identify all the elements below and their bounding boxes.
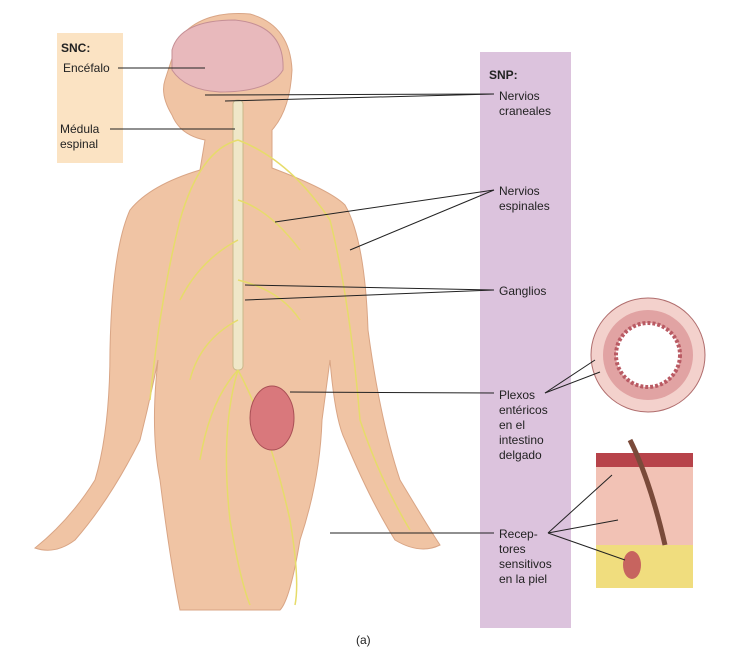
small-intestine <box>249 385 295 451</box>
skin-section <box>596 438 693 588</box>
snc-title: SNC: <box>61 41 91 55</box>
leader-lines <box>110 67 626 561</box>
intestine-cross-section <box>590 297 706 413</box>
snp-title: SNP: <box>489 68 518 82</box>
figure-caption: (a) <box>356 633 371 647</box>
snc-panel <box>57 33 123 163</box>
label-encefalo: Encéfalo <box>63 61 110 75</box>
label-ganglios: Ganglios <box>499 284 547 298</box>
brain-icon <box>171 19 284 93</box>
